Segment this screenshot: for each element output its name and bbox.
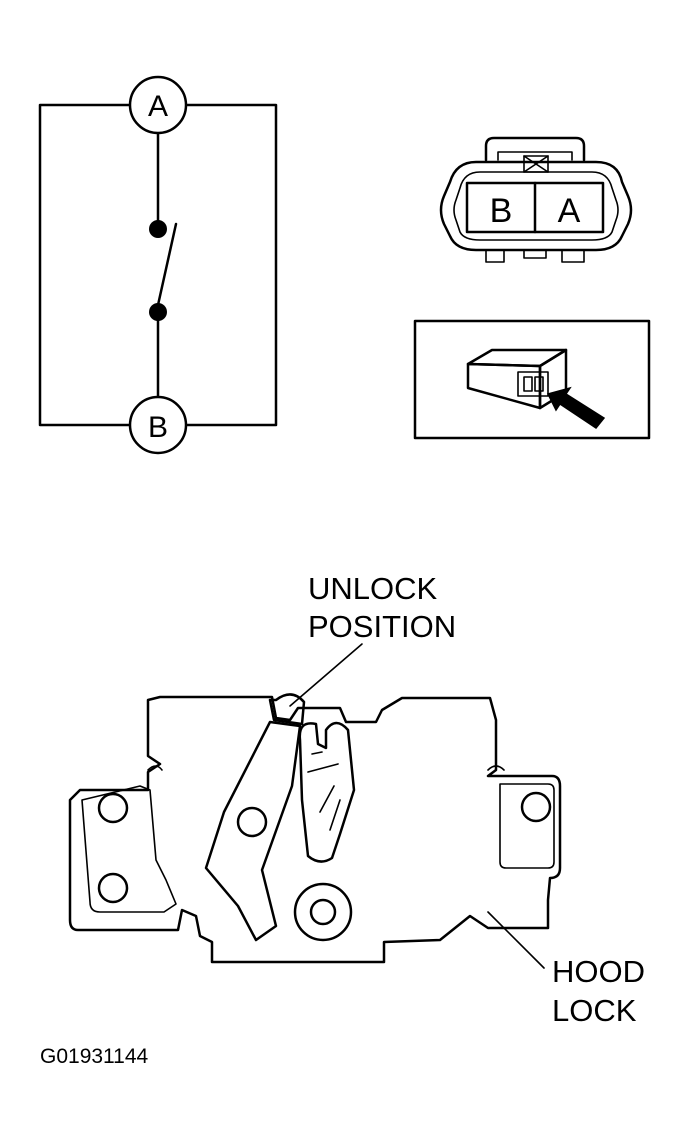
latch-slot: [298, 721, 356, 863]
connector-housing-inner: [453, 171, 619, 241]
switch-plug: [517, 371, 549, 397]
right-mount-bracket: [499, 783, 555, 869]
switch-contact-lower: [149, 303, 167, 321]
terminal-a-label: A: [148, 90, 168, 123]
latch-pivot: [236, 806, 268, 838]
switch-blade: [156, 222, 178, 307]
hood-lock-assembly: [68, 693, 562, 964]
connector-view-inset: [413, 319, 651, 440]
hood-lock-base-plate: [68, 695, 562, 964]
switch-body-front: [466, 362, 542, 410]
connector-latch: [484, 136, 586, 162]
terminal-a-circle: [128, 75, 188, 135]
connector-foot-left: [485, 249, 505, 263]
hood-label-line1: HOOD: [552, 954, 645, 989]
view-direction-arrow: [546, 386, 606, 430]
connector-pin-b-label: B: [490, 192, 513, 230]
hood-label-line2: LOCK: [552, 993, 637, 1028]
latch-hook-arm: [204, 720, 302, 942]
unlock-label-line1: UNLOCK: [308, 571, 438, 606]
switch-schematic: A B: [38, 75, 278, 455]
left-mount-hole-lower: [97, 872, 129, 904]
right-mount-hole: [520, 791, 552, 823]
latch-spring: [307, 751, 341, 831]
left-mount-bracket: [81, 785, 177, 913]
connector-housing-outer: [439, 160, 633, 252]
connector-foot-middle: [523, 249, 547, 259]
latch-lever: [268, 693, 306, 726]
plate-notch-right: [487, 765, 505, 771]
unlock-leader-line: [289, 643, 363, 707]
connector-face: B A: [439, 136, 633, 263]
connector-pin-a-label: A: [558, 192, 581, 230]
hood-leader-line: [487, 911, 545, 969]
plate-notch-left: [147, 765, 163, 771]
hood-lock-callout: HOOD LOCK: [487, 911, 645, 1028]
unlock-position-callout: UNLOCK POSITION: [289, 571, 456, 707]
terminal-b-label: B: [148, 411, 168, 444]
terminal-b-circle: [128, 395, 188, 455]
left-mount-hole-upper: [97, 792, 129, 824]
connector-foot-right: [561, 249, 585, 263]
unlock-label-line2: POSITION: [308, 609, 456, 644]
switch-contact-upper: [149, 220, 167, 238]
striker-boss-inner: [309, 898, 337, 926]
inset-frame: [413, 319, 651, 440]
figure-code: G01931144: [40, 1045, 149, 1068]
